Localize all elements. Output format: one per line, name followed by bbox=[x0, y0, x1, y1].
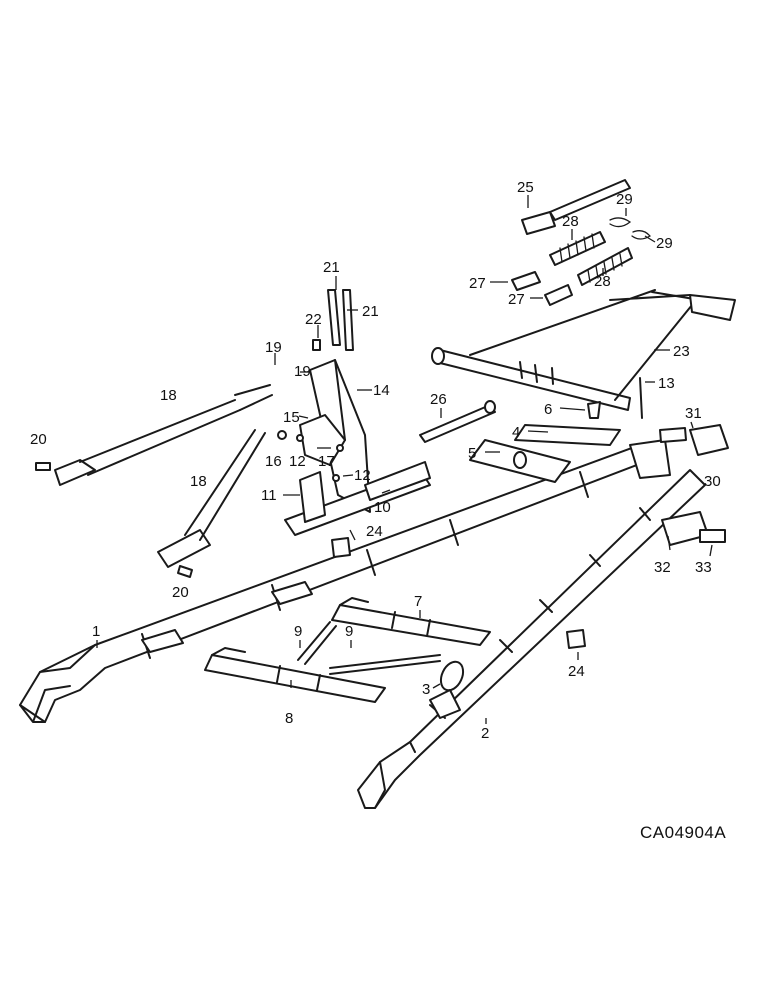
callout-23: 23 bbox=[673, 343, 690, 360]
plate-5 bbox=[469, 439, 571, 483]
cross-member-8 bbox=[204, 647, 386, 703]
gasket-3 bbox=[439, 660, 465, 692]
callout-20b: 20 bbox=[172, 584, 189, 601]
callout-8: 8 bbox=[285, 710, 293, 727]
callout-10: 10 bbox=[374, 499, 391, 516]
callout-15: 15 bbox=[283, 409, 300, 426]
bushing-24-upper bbox=[331, 537, 351, 558]
hitch-frame-23 bbox=[431, 289, 736, 411]
callout-7: 7 bbox=[414, 593, 422, 610]
pin-31 bbox=[659, 427, 687, 443]
clip-29 bbox=[609, 217, 652, 240]
callout-33: 33 bbox=[695, 559, 712, 576]
link-plate-27-upper bbox=[511, 271, 541, 291]
drawing-code: CA04904A bbox=[640, 823, 726, 842]
callout-6: 6 bbox=[544, 401, 552, 418]
clevis-30 bbox=[689, 424, 729, 456]
frame-rail-right bbox=[357, 469, 706, 809]
callout-27a: 27 bbox=[469, 275, 486, 292]
callout-24a: 24 bbox=[366, 523, 383, 540]
pin-20-upper bbox=[35, 462, 51, 471]
callout-20a: 20 bbox=[30, 431, 47, 448]
callout-24b: 24 bbox=[568, 663, 585, 680]
leveling-rod-18-lower bbox=[157, 429, 266, 568]
link-25 bbox=[521, 179, 631, 235]
callout-5: 5 bbox=[468, 445, 476, 462]
callout-29b: 29 bbox=[656, 235, 673, 252]
callout-29a: 29 bbox=[616, 191, 633, 208]
leader-lines bbox=[96, 195, 713, 724]
callout-18a: 18 bbox=[160, 387, 177, 404]
leveling-rod-18-upper bbox=[54, 384, 273, 486]
callout-16: 16 bbox=[265, 453, 282, 470]
plate-4 bbox=[514, 424, 621, 446]
bracket-6 bbox=[587, 401, 601, 419]
bushing-24-lower bbox=[566, 629, 586, 649]
rod-9 bbox=[297, 621, 441, 675]
rod-26 bbox=[419, 400, 496, 443]
callout-9a: 9 bbox=[294, 623, 302, 640]
callout-28b: 28 bbox=[594, 273, 611, 290]
callout-21a: 21 bbox=[323, 259, 340, 276]
callout-19a: 19 bbox=[265, 339, 282, 356]
callout-17: 17 bbox=[318, 453, 335, 470]
callout-labels: 1 2 3 4 5 6 7 8 9 9 10 11 12 12 13 14 15… bbox=[30, 179, 721, 742]
pin-20-lower bbox=[177, 565, 193, 578]
callout-18b: 18 bbox=[190, 473, 207, 490]
callout-12a: 12 bbox=[289, 453, 306, 470]
callout-1: 1 bbox=[92, 623, 100, 640]
fitting-16-12-17 bbox=[277, 430, 344, 482]
callout-9b: 9 bbox=[345, 623, 353, 640]
callout-4: 4 bbox=[512, 424, 520, 441]
callout-26: 26 bbox=[430, 391, 447, 408]
bolt-13 bbox=[639, 377, 643, 419]
callout-27b: 27 bbox=[508, 291, 525, 308]
frame-rail-left bbox=[19, 439, 671, 723]
callout-12b: 12 bbox=[354, 467, 371, 484]
callout-14: 14 bbox=[373, 382, 390, 399]
callout-31: 31 bbox=[685, 405, 702, 422]
link-plate-27-lower bbox=[544, 284, 573, 306]
cross-member-7 bbox=[331, 597, 491, 646]
mount-bracket-10 bbox=[284, 461, 431, 536]
callout-13: 13 bbox=[658, 375, 675, 392]
callout-3: 3 bbox=[422, 681, 430, 698]
callout-21b: 21 bbox=[362, 303, 379, 320]
callout-30: 30 bbox=[704, 473, 721, 490]
bracket-15 bbox=[299, 414, 346, 466]
link-21 bbox=[327, 289, 354, 351]
callout-32: 32 bbox=[654, 559, 671, 576]
callout-19b: 19 bbox=[294, 363, 311, 380]
callout-25: 25 bbox=[517, 179, 534, 196]
callout-28a: 28 bbox=[562, 213, 579, 230]
callout-22: 22 bbox=[305, 311, 322, 328]
pin-33 bbox=[699, 529, 726, 543]
callout-2: 2 bbox=[481, 725, 489, 742]
pin-22 bbox=[312, 339, 321, 351]
spring-assembly-28 bbox=[549, 231, 633, 286]
callout-11: 11 bbox=[261, 487, 277, 504]
